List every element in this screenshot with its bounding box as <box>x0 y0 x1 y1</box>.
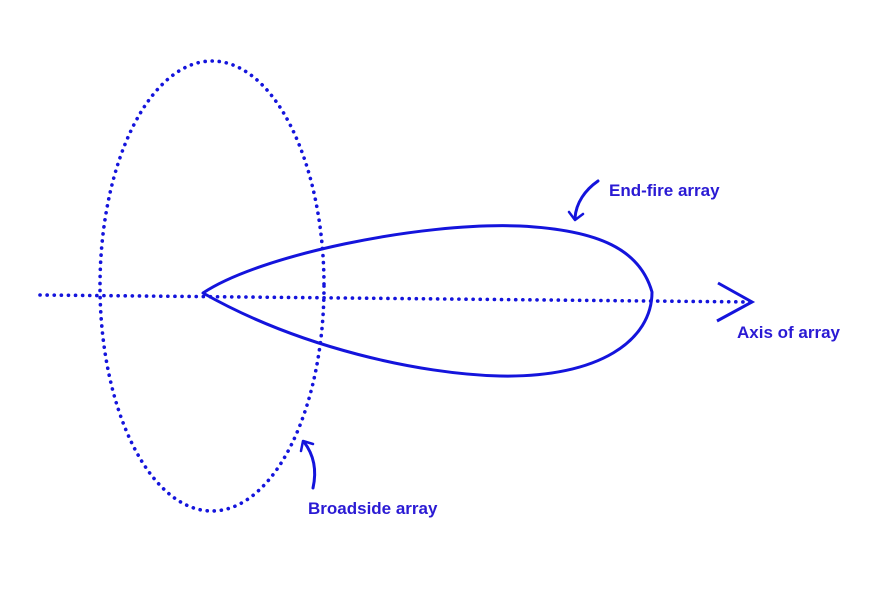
endfire-label: End-fire array <box>609 181 720 200</box>
endfire-pattern <box>201 224 654 378</box>
axis-arrowhead <box>716 281 756 323</box>
broadside-label: Broadside array <box>308 499 438 518</box>
endfire-callout-arrowhead <box>567 210 585 222</box>
axis-label: Axis of array <box>737 323 841 342</box>
array-axis-line <box>38 293 752 304</box>
endfire-callout-arrow <box>573 179 600 220</box>
broadside-callout-arrow <box>302 440 317 490</box>
broadside-pattern <box>98 59 326 513</box>
broadside-callout-arrowhead <box>299 439 315 453</box>
